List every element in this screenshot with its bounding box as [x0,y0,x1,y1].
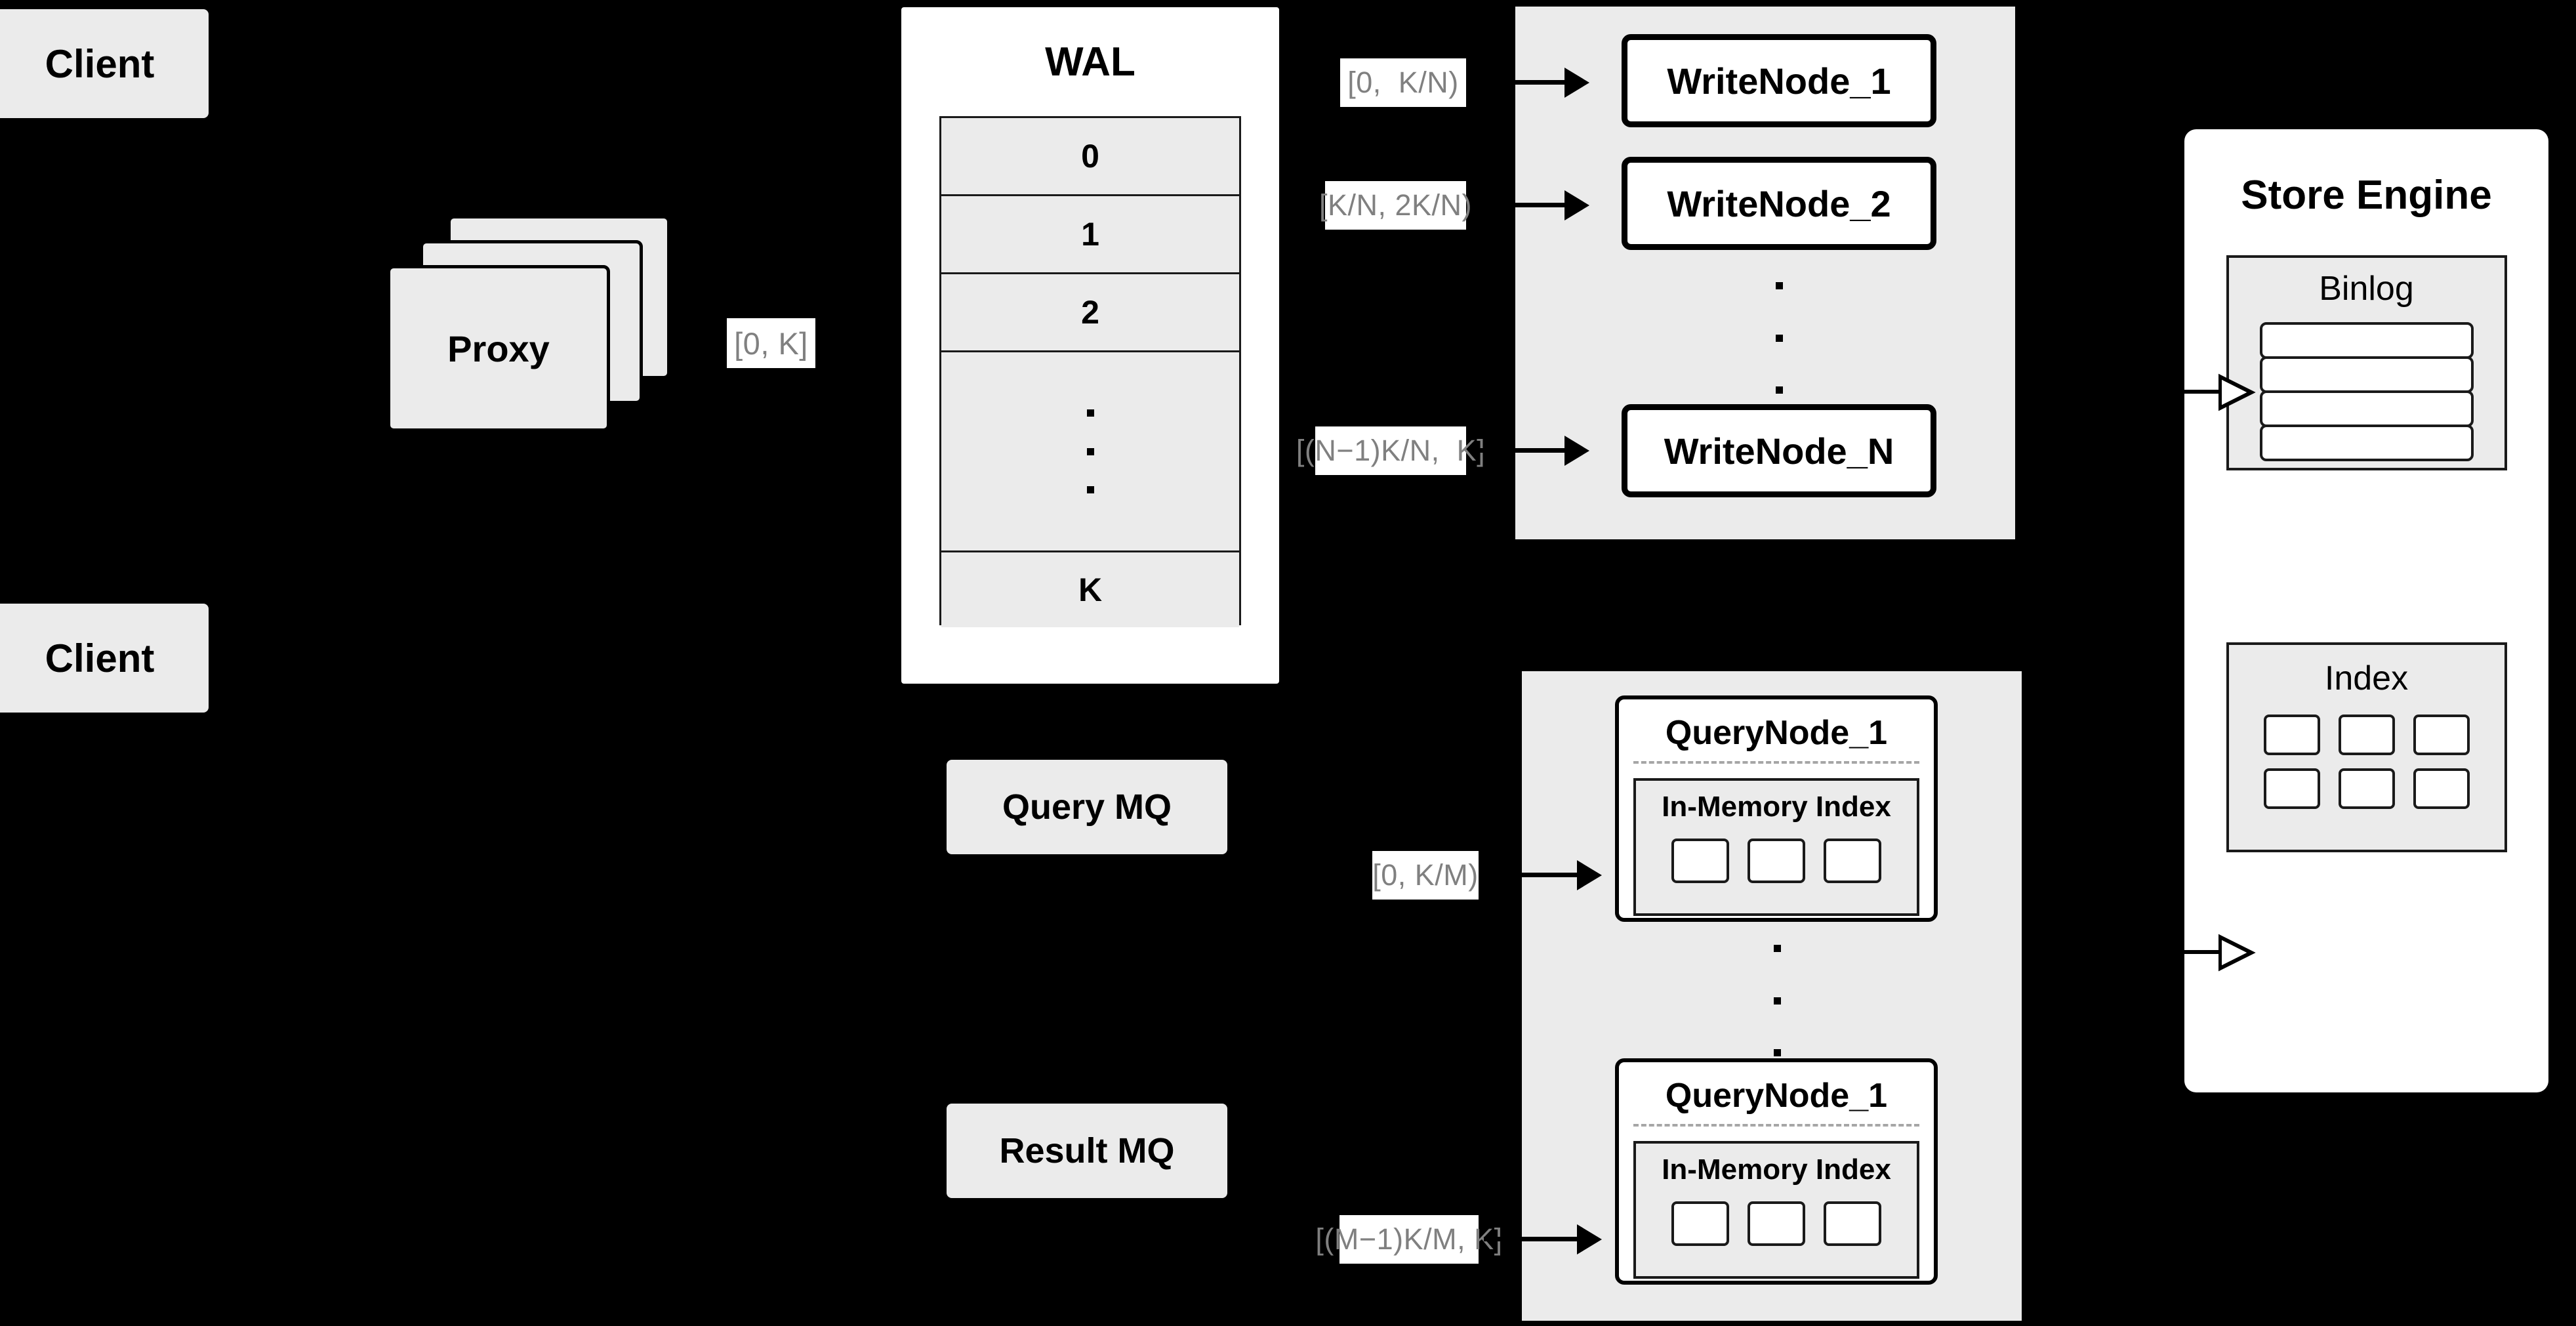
wal-panel: WAL 0 1 2 K [897,3,1283,688]
query-mq-label: Query MQ [1002,787,1172,827]
index-cell [2338,715,2395,755]
query-node-1[interactable]: QueryNode_1 In-Memory Index [1615,695,1938,922]
memory-index-cell [1748,1201,1805,1246]
store-engine-panel: Store Engine Binlog Index [2184,129,2548,1092]
ellipsis-dot [1086,447,1094,455]
client-box-2[interactable]: Client [0,604,209,713]
binlog-row [2259,425,2474,461]
write-node-ellipsis-dots [1769,282,1789,394]
wal-title: WAL [1045,39,1135,85]
query-node-1-memory-index: In-Memory Index [1633,778,1919,916]
query-node-2[interactable]: QueryNode_1 In-Memory Index [1615,1058,1938,1285]
write-node-1[interactable]: WriteNode_1 [1622,34,1936,127]
index-inbound-arrow-head [2218,934,2256,972]
write-node-2-arrow-head [1564,190,1589,220]
memory-index-cell [1824,839,1881,883]
result-mq-box[interactable]: Result MQ [947,1104,1227,1198]
index-box: Index [2226,642,2507,852]
query-node-2-memory-index: In-Memory Index [1633,1141,1919,1279]
binlog-row [2259,322,2474,359]
store-engine-title: Store Engine [2241,172,2492,218]
index-title: Index [2324,659,2409,697]
query-mq-box[interactable]: Query MQ [947,760,1227,854]
query-node-1-title: QueryNode_1 [1665,714,1888,752]
proxy-box[interactable]: Proxy [387,265,610,432]
binlog-inbound-arrow-line [2184,390,2224,394]
proxy-label: Proxy [447,327,550,369]
wal-row-2: 2 [941,274,1239,352]
write-node-1-range-label: [0, K/N) [1340,58,1466,107]
memory-index-cell [1671,1201,1729,1246]
write-node-n[interactable]: WriteNode_N [1622,404,1936,497]
client-box-1[interactable]: Client [0,9,209,118]
query-node-1-memory-index-title: In-Memory Index [1662,791,1891,823]
query-node-2-memory-index-title: In-Memory Index [1662,1153,1891,1186]
client-label-1: Client [45,41,155,86]
ellipsis-dot [1773,945,1781,952]
binlog-box: Binlog [2226,255,2507,470]
binlog-title: Binlog [2319,270,2414,308]
write-node-n-arrow-line [1471,448,1564,453]
write-node-2[interactable]: WriteNode_2 [1622,157,1936,250]
write-node-1-arrow-head [1564,68,1589,98]
ellipsis-dot [1773,997,1781,1005]
memory-index-cell [1824,1201,1881,1246]
result-mq-label: Result MQ [999,1131,1175,1171]
query-node-2-arrow-line [1484,1237,1577,1241]
wal-row-k: K [941,552,1239,627]
write-node-n-range-label: [(N−1)K/N, K] [1296,426,1485,475]
proxy-range-label: [0, K] [727,318,815,368]
ellipsis-dot [1775,334,1783,342]
ellipsis-dot [1086,486,1094,493]
ellipsis-dot [1773,1049,1781,1056]
wal-row-0: 0 [941,118,1239,196]
write-node-2-arrow-line [1471,203,1564,207]
query-node-2-arrow-head [1577,1224,1602,1254]
write-node-n-arrow-head [1564,436,1589,466]
ellipsis-dot [1775,386,1783,394]
index-inbound-arrow-line [2184,950,2224,954]
query-node-1-arrow-line [1484,873,1577,877]
binlog-row [2259,356,2474,393]
client-label-2: Client [45,636,155,680]
index-cell [2263,715,2320,755]
index-cell [2263,768,2320,809]
memory-index-cell [1748,839,1805,883]
ellipsis-dot [1775,282,1783,289]
memory-index-cell [1671,839,1729,883]
wal-row-ellipsis [941,352,1239,552]
wal-row-1: 1 [941,196,1239,274]
binlog-row [2259,390,2474,427]
write-node-2-label: WriteNode_2 [1667,182,1891,224]
index-cell [2338,768,2395,809]
query-node-2-range-label: [(M−1)K/M, K] [1315,1215,1502,1264]
query-node-1-divider [1633,761,1919,764]
wal-table: 0 1 2 K [939,116,1241,627]
binlog-inbound-arrow-head [2218,373,2256,411]
ellipsis-dot [1086,409,1094,417]
write-node-2-range-label: [K/N, 2K/N) [1319,181,1472,230]
write-node-1-label: WriteNode_1 [1667,60,1891,102]
query-node-1-range-label: [0, K/M) [1372,851,1479,900]
query-node-1-arrow-head [1577,860,1602,890]
query-node-ellipsis-dots [1767,945,1787,1056]
query-node-2-divider [1633,1124,1919,1127]
write-node-1-arrow-line [1471,80,1564,85]
index-cell [2413,715,2470,755]
index-cell [2413,768,2470,809]
query-node-2-title: QueryNode_1 [1665,1077,1888,1115]
write-node-n-label: WriteNode_N [1664,430,1894,472]
wal-ellipsis-dots [1086,409,1094,493]
